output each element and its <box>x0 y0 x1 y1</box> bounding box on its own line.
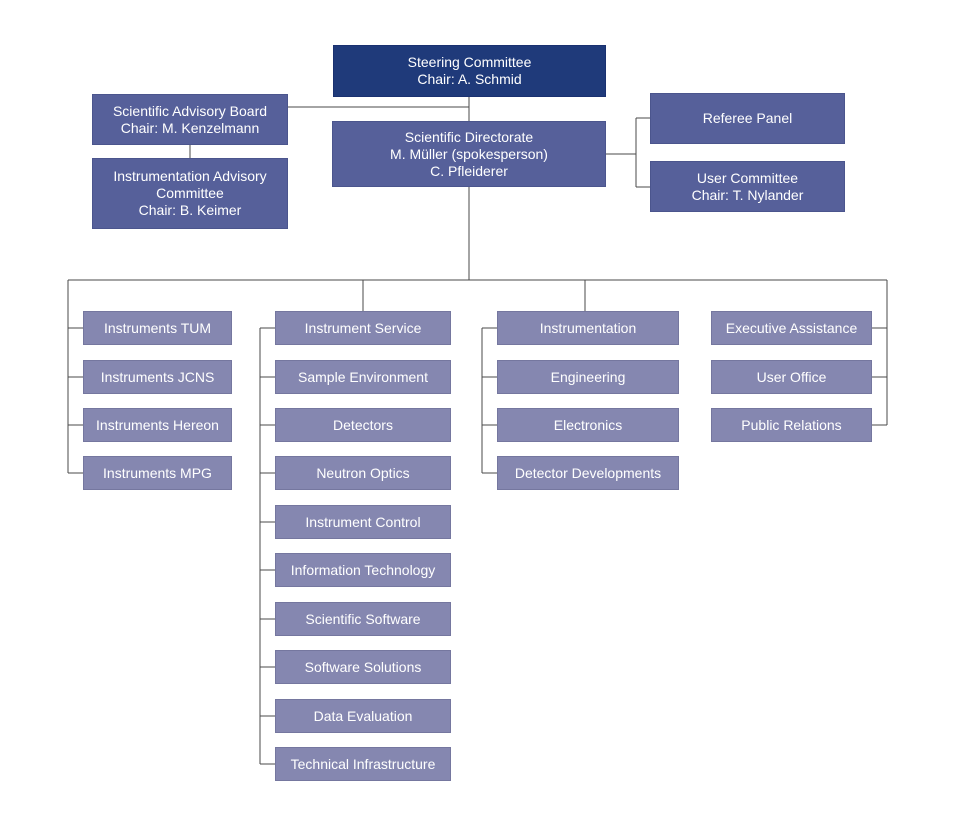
dept-instrument-control: Instrument Control <box>275 505 451 539</box>
dept-public-relations: Public Relations <box>711 408 872 442</box>
steering-committee-box: Steering Committee Chair: A. Schmid <box>333 45 606 97</box>
dept-instrument-service: Instrument Service <box>275 311 451 345</box>
dept-instruments-hereon: Instruments Hereon <box>83 408 232 442</box>
dept-scientific-software: Scientific Software <box>275 602 451 636</box>
dept-electronics: Electronics <box>497 408 679 442</box>
dept-instrumentation: Instrumentation <box>497 311 679 345</box>
dept-data-evaluation: Data Evaluation <box>275 699 451 733</box>
dept-instruments-mpg: Instruments MPG <box>83 456 232 490</box>
dept-software-solutions: Software Solutions <box>275 650 451 684</box>
dept-executive-assistance: Executive Assistance <box>711 311 872 345</box>
dept-neutron-optics: Neutron Optics <box>275 456 451 490</box>
dept-user-office: User Office <box>711 360 872 394</box>
dept-instruments-tum: Instruments TUM <box>83 311 232 345</box>
dept-engineering: Engineering <box>497 360 679 394</box>
dept-detectors: Detectors <box>275 408 451 442</box>
dept-technical-infrastructure: Technical Infrastructure <box>275 747 451 781</box>
referee-panel-box: Referee Panel <box>650 93 845 144</box>
dept-instruments-jcns: Instruments JCNS <box>83 360 232 394</box>
instrumentation-advisory-committee-box: Instrumentation Advisory Committee Chair… <box>92 158 288 229</box>
dept-detector-developments: Detector Developments <box>497 456 679 490</box>
dept-sample-environment: Sample Environment <box>275 360 451 394</box>
user-committee-box: User Committee Chair: T. Nylander <box>650 161 845 212</box>
scientific-directorate-box: Scientific Directorate M. Müller (spokes… <box>332 121 606 187</box>
scientific-advisory-board-box: Scientific Advisory Board Chair: M. Kenz… <box>92 94 288 145</box>
dept-information-technology: Information Technology <box>275 553 451 587</box>
